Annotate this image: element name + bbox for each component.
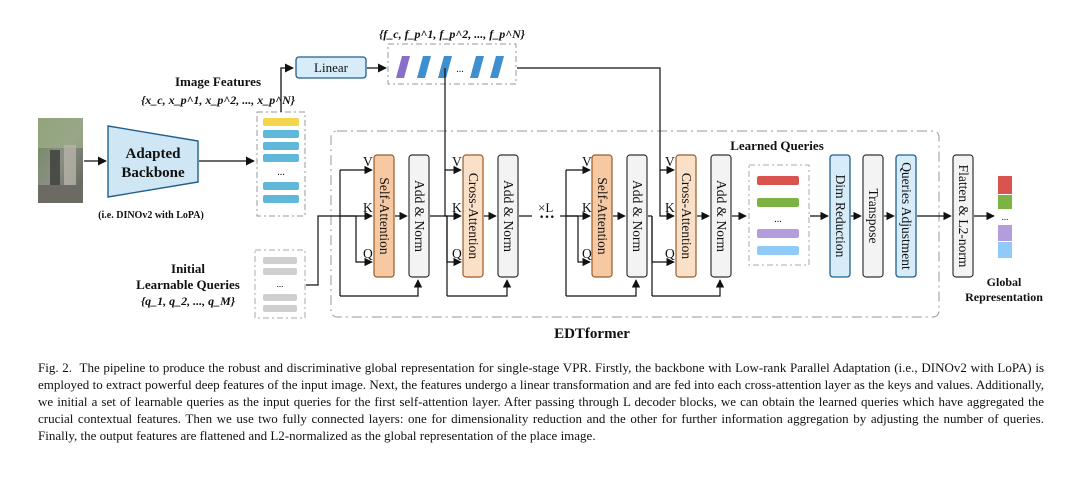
ca2-k-label: K <box>665 200 675 215</box>
input-image <box>38 118 83 203</box>
global-rep-label-1: Global <box>987 275 1022 289</box>
arrow-ca2-k <box>659 170 675 221</box>
backbone-label-2: Backbone <box>121 165 185 181</box>
linear-features: ... <box>387 43 517 85</box>
ca1-label: Cross-Attention <box>466 173 481 259</box>
edtformer-container <box>330 130 940 318</box>
add-norm-1: Add & Norm <box>408 154 430 278</box>
pipeline-diagram: Adapted Backbone (i.e. DINOv2 with LoPA)… <box>38 27 1043 342</box>
learned-queries-label: Learned Queries <box>730 138 824 153</box>
residual-2 <box>447 279 512 297</box>
dim-reduction: Dim Reduction <box>829 154 851 278</box>
sa1-q-label: Q <box>363 246 373 261</box>
backbone-note: (i.e. DINOv2 with LoPA) <box>98 210 204 221</box>
image-features-stack: ... <box>256 111 306 217</box>
transpose: Transpose <box>862 154 884 278</box>
add-norm-2: Add & Norm <box>497 154 519 278</box>
line-queries-to-block1 <box>306 215 340 286</box>
cross-attention-1: Cross-Attention <box>462 154 484 278</box>
queries-ellipsis: ... <box>277 279 284 289</box>
sa1-label: Self-Attention <box>377 177 392 254</box>
adapted-backbone: Adapted Backbone <box>107 125 199 198</box>
learned-queries-stack: ... <box>748 164 810 266</box>
features-ellipsis: ... <box>277 167 285 178</box>
linear-label: Linear <box>314 60 349 75</box>
arrow-ca1-k <box>444 170 462 221</box>
self-attention-2: Self-Attention <box>591 154 613 278</box>
residual-3 <box>566 279 641 297</box>
image-features-set: {x_c, x_p^1, x_p^2, ..., x_p^N} <box>141 93 296 107</box>
caption-text: The pipeline to produce the robust and d… <box>38 360 1045 443</box>
dim-reduction-label: Dim Reduction <box>833 175 848 258</box>
ca1-k-label: K <box>452 200 462 215</box>
ca2-q-label: Q <box>665 246 675 261</box>
transpose-label: Transpose <box>866 188 881 243</box>
learned-ellipsis: ... <box>774 214 782 225</box>
global-representation-vector: ... <box>998 176 1012 258</box>
ca1-v-label: V <box>452 154 462 169</box>
arrow-features-to-linear <box>280 63 294 112</box>
an1-label: Add & Norm <box>412 180 427 252</box>
residual-1 <box>340 279 423 297</box>
arrow-sa1-q <box>340 215 373 267</box>
repeat-ellipsis: ··· <box>539 209 555 226</box>
ca1-q-label: Q <box>452 246 462 261</box>
self-attention-1: Self-Attention <box>373 154 395 278</box>
arrow-ca2-v <box>517 67 675 175</box>
an3-label: Add & Norm <box>630 180 645 252</box>
an4-label: Add & Norm <box>714 180 729 252</box>
ca2-label: Cross-Attention <box>679 173 694 259</box>
linear-features-ellipsis: ... <box>456 64 464 75</box>
arrow-sa2-q <box>566 215 591 267</box>
queries-set: {q_1, q_2, ..., q_M} <box>141 294 236 308</box>
sa2-label: Self-Attention <box>595 177 610 254</box>
figure-caption: Fig. 2. The pipeline to produce the robu… <box>38 359 1044 444</box>
features-set: {f_c, f_p^1, f_p^2, ..., f_p^N} <box>379 27 526 41</box>
sa2-k-label: K <box>582 200 592 215</box>
queries-adjustment-label: Queries Adjustment <box>899 162 914 270</box>
image-features-label: Image Features <box>175 74 261 89</box>
initial-queries-label-1: Initial <box>171 261 205 276</box>
initial-queries-stack: ... <box>254 249 306 319</box>
ca2-v-label: V <box>665 154 675 169</box>
global-rep-label-2: Representation <box>965 290 1043 304</box>
repeat-label: ×L <box>538 200 553 215</box>
linear-box: Linear <box>295 56 367 79</box>
sa1-k-label: K <box>363 200 373 215</box>
sa1-v-label: V <box>363 154 373 169</box>
edtformer-label: EDTformer <box>554 326 630 342</box>
caption-fig-number: Fig. 2. <box>38 360 73 375</box>
add-norm-3: Add & Norm <box>626 154 648 278</box>
global-ellipsis: ... <box>1002 212 1009 222</box>
queries-adjustment: Queries Adjustment <box>895 154 917 278</box>
an2-label: Add & Norm <box>501 180 516 252</box>
arrow-ca2-q <box>651 216 675 267</box>
sa2-q-label: Q <box>582 246 592 261</box>
residual-4 <box>652 279 725 297</box>
backbone-label-1: Adapted <box>125 146 181 162</box>
arrow-ca1-q <box>446 216 462 267</box>
initial-queries-label-2: Learnable Queries <box>136 277 240 292</box>
add-norm-4: Add & Norm <box>710 154 732 278</box>
cross-attention-2: Cross-Attention <box>675 154 697 278</box>
flatten-label: Flatten & L2-norm <box>956 165 971 268</box>
sa2-v-label: V <box>582 154 592 169</box>
flatten-l2norm: Flatten & L2-norm <box>952 154 974 278</box>
